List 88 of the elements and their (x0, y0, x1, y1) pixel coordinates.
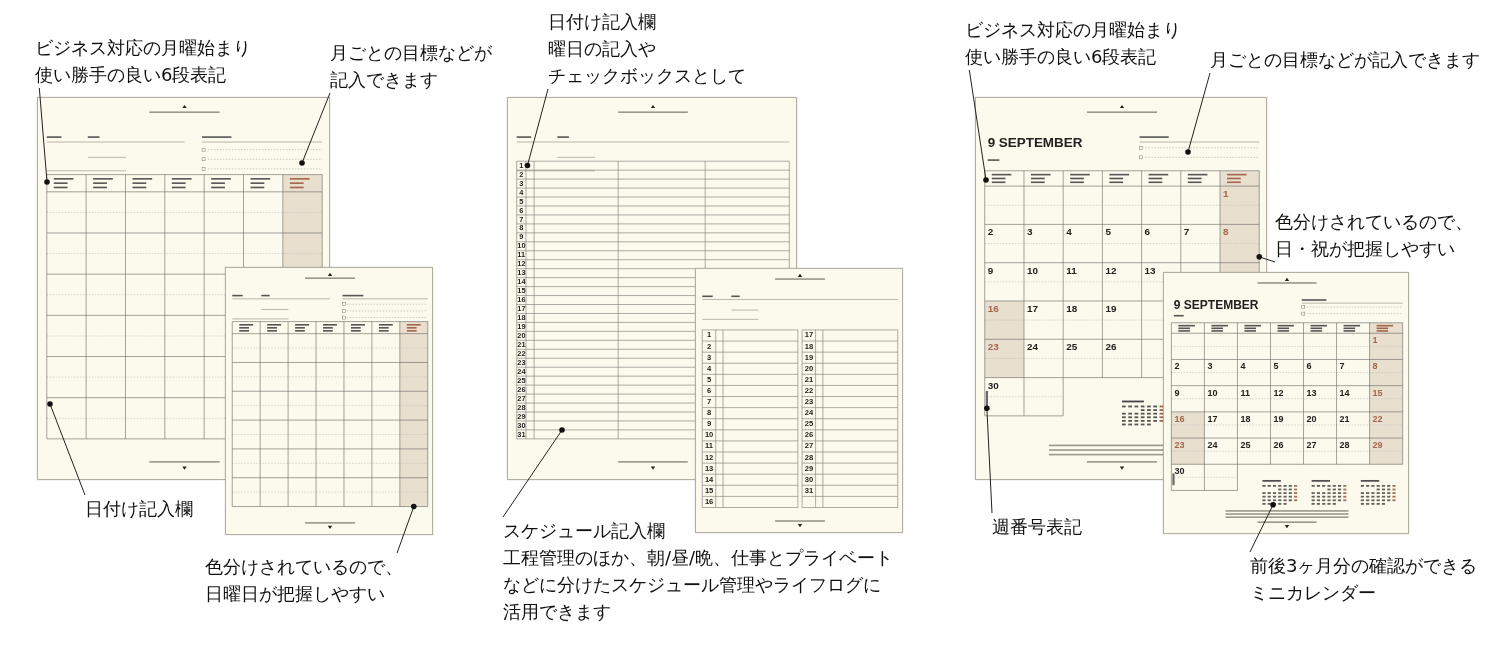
leader-line (524, 88, 549, 169)
callout-text: 工程管理のほか、朝/昼/晩、仕事とプライベート (503, 546, 894, 570)
week-number-strip (985, 391, 988, 409)
day-number: 4 (1066, 227, 1072, 238)
day-number: 30 (1174, 467, 1185, 477)
day-number: 10 (1026, 265, 1038, 276)
day-number: 26 (1273, 441, 1284, 451)
day-number: 11 (1066, 265, 1077, 276)
day-number: 30 (987, 380, 999, 391)
day-number: 13 (1144, 265, 1156, 276)
day-number: 28 (1339, 441, 1350, 451)
day-number: 19 (1105, 304, 1117, 314)
day-number: 6 (1144, 227, 1151, 238)
day-number: 23 (1174, 441, 1185, 451)
leader-line (1256, 254, 1276, 263)
callout-text: 使い勝手の良い6段表記 (35, 63, 227, 87)
day-number: 20 (1306, 414, 1317, 424)
day-number: 8 (1372, 362, 1378, 372)
day-number: 10 (1207, 388, 1218, 398)
callout-text: 曜日の記入や (548, 37, 656, 61)
callout-text: ビジネス対応の月曜始まり (965, 18, 1181, 42)
month-title: 9 SEPTEMBER (987, 136, 1083, 150)
day-number: 18 (1240, 414, 1251, 424)
callout-text: 色分けされているので、 (205, 555, 403, 579)
leader-line (47, 401, 86, 496)
day-number: 27 (1306, 441, 1317, 451)
day-number: 5 (1105, 227, 1111, 238)
callout-text: 日曜日が把握しやすい (205, 582, 385, 606)
leader-line (502, 427, 565, 518)
day-number: 3 (1026, 227, 1033, 238)
day-number: 5 (1273, 362, 1279, 372)
callout-text: 前後3ヶ月分の確認ができる (1250, 554, 1478, 578)
callout-text: 日付け記入欄 (85, 497, 193, 521)
day-number: 25 (1066, 342, 1078, 353)
leader-line (396, 503, 417, 554)
day-number: 2 (1174, 362, 1180, 372)
day-number: 23 (987, 342, 999, 353)
day-number: 6 (1306, 362, 1312, 372)
day-number: 8 (1223, 227, 1229, 238)
callout-heading: スケジュール記入欄 (503, 519, 665, 543)
callout-text: ミニカレンダー (1250, 581, 1376, 605)
day-number: 3 (1207, 362, 1213, 372)
day-number: 2 (987, 227, 994, 238)
month-title: 9 SEPTEMBER (1173, 299, 1259, 312)
day-number: 24 (1026, 342, 1038, 353)
day-number: 16 (987, 304, 999, 314)
day-number: 11 (1240, 388, 1250, 398)
leader-line (1249, 502, 1276, 553)
callout-text: 日・祝が把握しやすい (1275, 237, 1455, 261)
callout-text: 月ごとの目標などが (330, 41, 492, 65)
callout-text: 活用できます (503, 600, 611, 624)
day-number: 7 (1183, 227, 1190, 238)
leader-line (38, 87, 50, 185)
leader-line (984, 405, 993, 514)
day-number: 29 (1372, 441, 1383, 451)
day-number: 22 (1372, 414, 1383, 424)
day-number: 7 (1339, 362, 1345, 372)
day-number: 12 (1273, 388, 1284, 398)
day-number: 9 (987, 265, 994, 276)
leader-line (1185, 72, 1211, 155)
day-number: 19 (1273, 414, 1284, 424)
day-number: 25 (1240, 441, 1251, 451)
callout-text: 使い勝手の良い6段表記 (965, 45, 1157, 69)
day-number: 14 (1339, 388, 1350, 398)
day-number: 12 (1105, 265, 1117, 276)
callout-text: ビジネス対応の月曜始まり (35, 36, 251, 60)
day-number: 21 (1339, 414, 1350, 424)
callout-text: 色分けされているので、 (1275, 210, 1473, 234)
day-number: 13 (1306, 388, 1317, 398)
leader-line (968, 69, 989, 183)
callout-text: 週番号表記 (992, 515, 1082, 539)
mini-calendar-drawing (1262, 480, 1396, 505)
day-number: 1 (1372, 336, 1378, 346)
day-number: 16 (1174, 414, 1185, 424)
callout-text: 記入できます (330, 68, 438, 92)
day-number: 1 (1223, 189, 1229, 199)
callout-text: 月ごとの目標などが記入できます (1210, 48, 1480, 72)
day-number: 17 (1026, 304, 1038, 314)
day-number: 26 (1105, 342, 1117, 353)
day-number: 17 (1207, 414, 1218, 424)
day-number: 18 (1066, 304, 1078, 314)
day-number: 24 (1207, 441, 1218, 451)
callout-text: などに分けたスケジュール管理やライフログに (503, 573, 881, 597)
day-number: 4 (1240, 362, 1246, 372)
callout-heading: 日付け記入欄 (548, 10, 656, 34)
callout-text: チェックボックスとして (548, 64, 746, 88)
day-number: 15 (1372, 388, 1383, 398)
day-number: 9 (1174, 388, 1180, 398)
